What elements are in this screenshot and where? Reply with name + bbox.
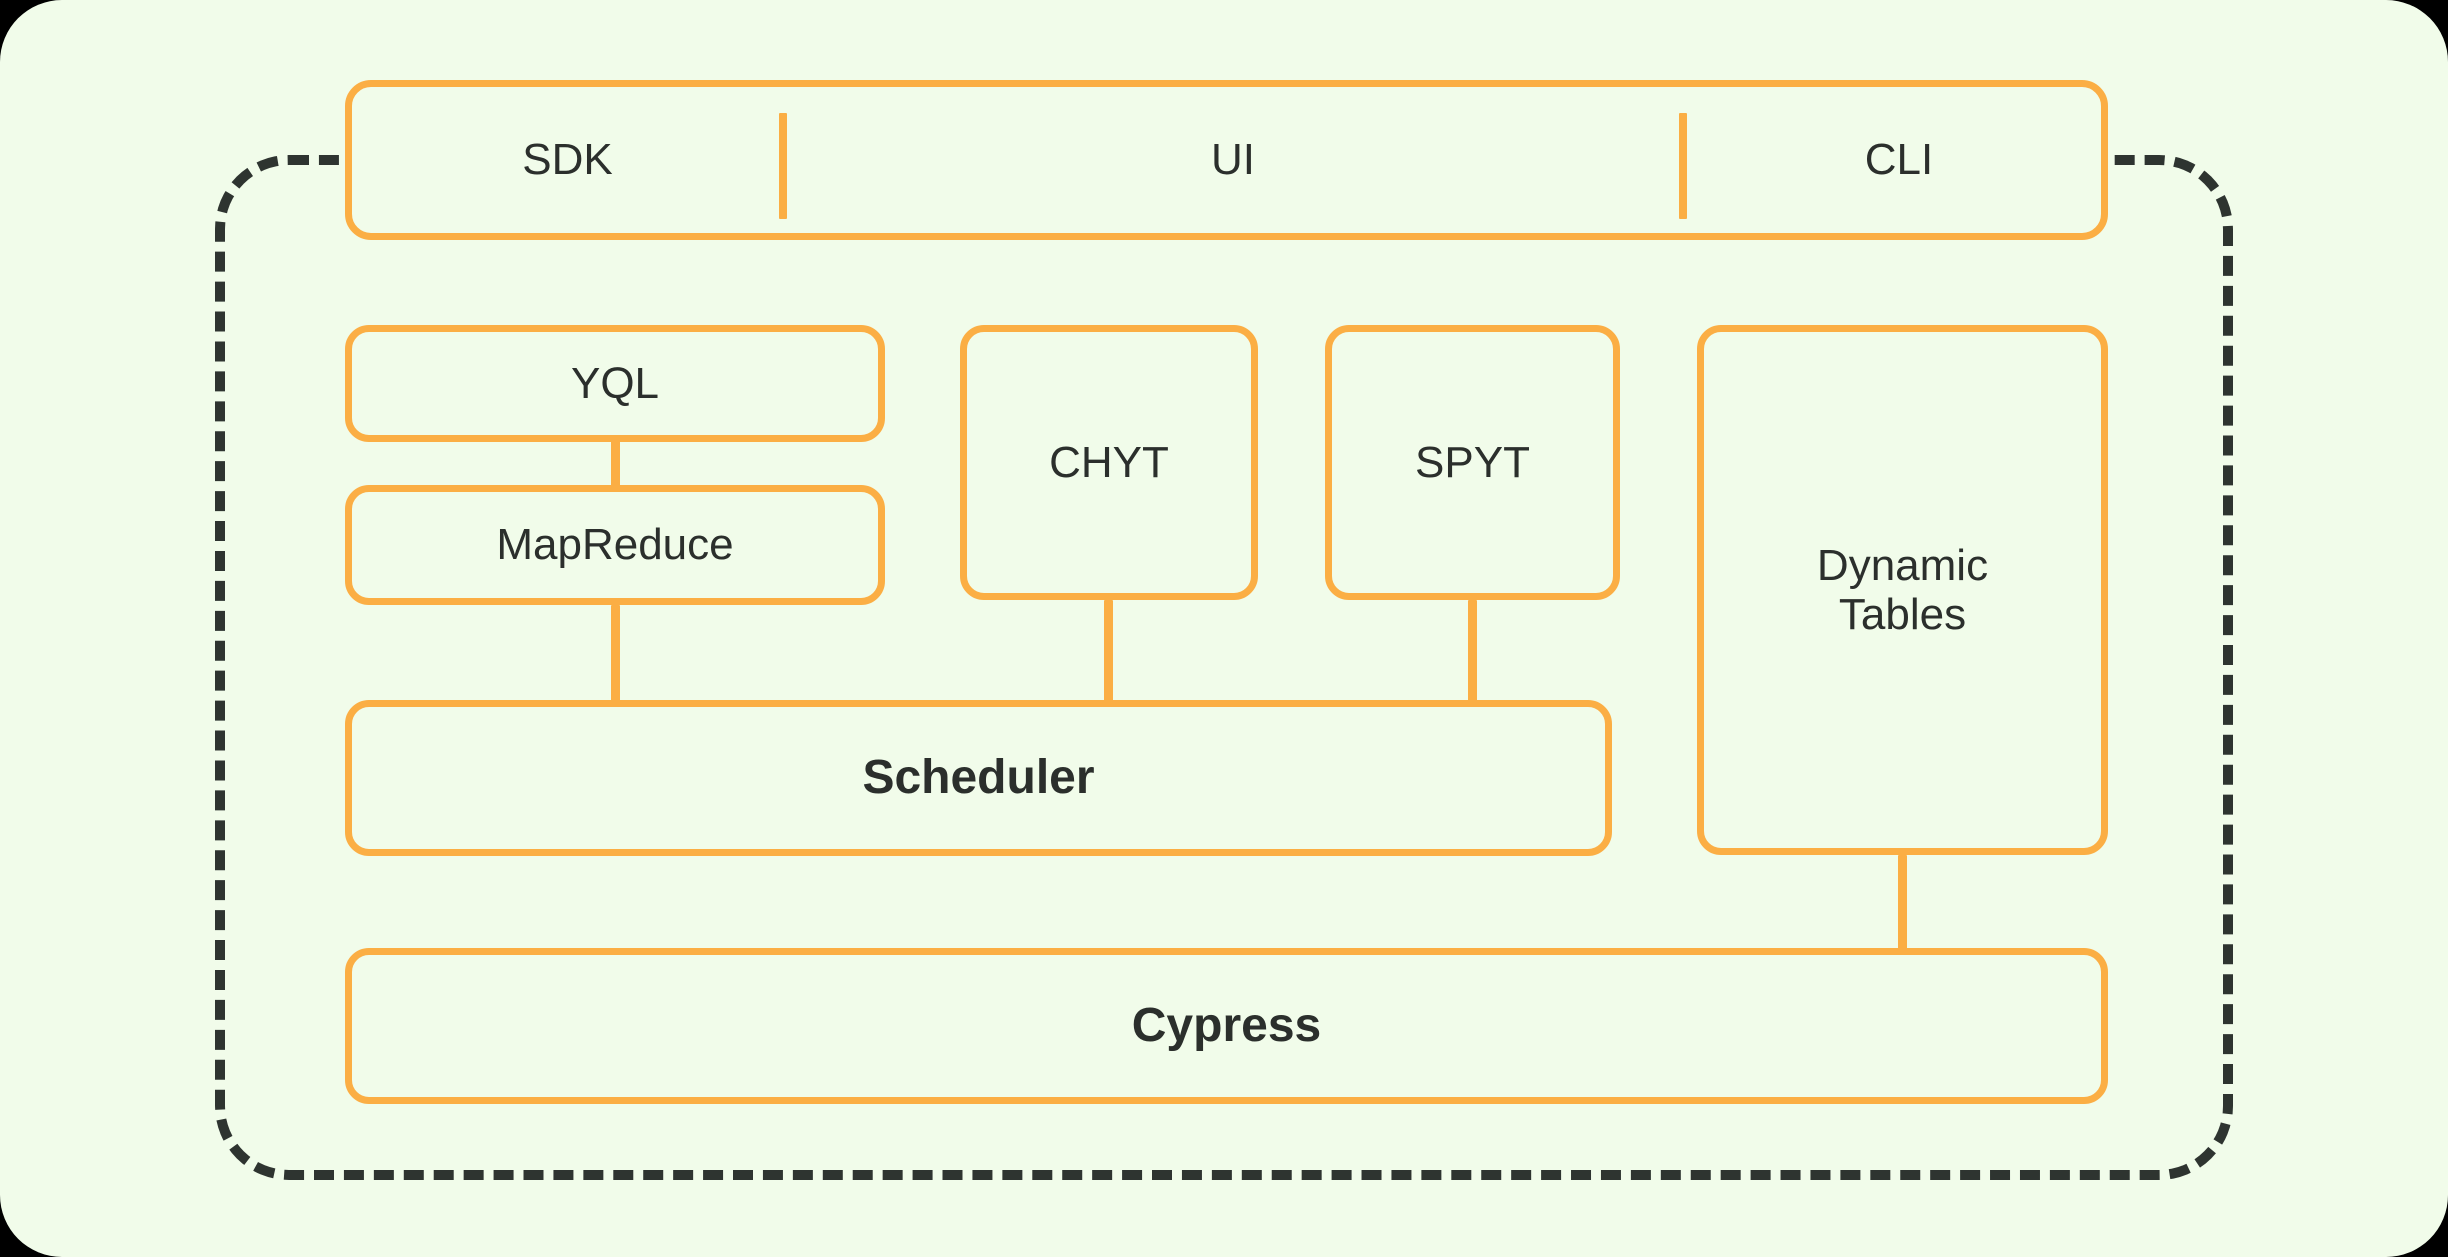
connector-yql-to-mapreduce xyxy=(611,440,620,488)
node-scheduler[interactable]: Scheduler xyxy=(345,700,1612,856)
node-chyt[interactable]: CHYT xyxy=(960,325,1258,600)
access-bar-divider-2 xyxy=(1679,113,1687,219)
node-spyt[interactable]: SPYT xyxy=(1325,325,1620,600)
access-item-ui[interactable]: UI xyxy=(1211,135,1255,185)
node-yql[interactable]: YQL xyxy=(345,325,885,442)
connector-mapreduce-to-scheduler xyxy=(611,605,620,702)
access-item-sdk[interactable]: SDK xyxy=(522,135,613,185)
access-layer-bar: SDK UI CLI xyxy=(345,80,2108,240)
connector-chyt-to-scheduler xyxy=(1104,600,1113,702)
access-item-cli[interactable]: CLI xyxy=(1864,135,1934,185)
connector-dynamic-tables-to-cypress xyxy=(1898,855,1907,950)
access-bar-divider-1 xyxy=(779,113,787,219)
connector-spyt-to-scheduler xyxy=(1468,600,1477,702)
node-cypress[interactable]: Cypress xyxy=(345,948,2108,1104)
node-mapreduce[interactable]: MapReduce xyxy=(345,485,885,605)
